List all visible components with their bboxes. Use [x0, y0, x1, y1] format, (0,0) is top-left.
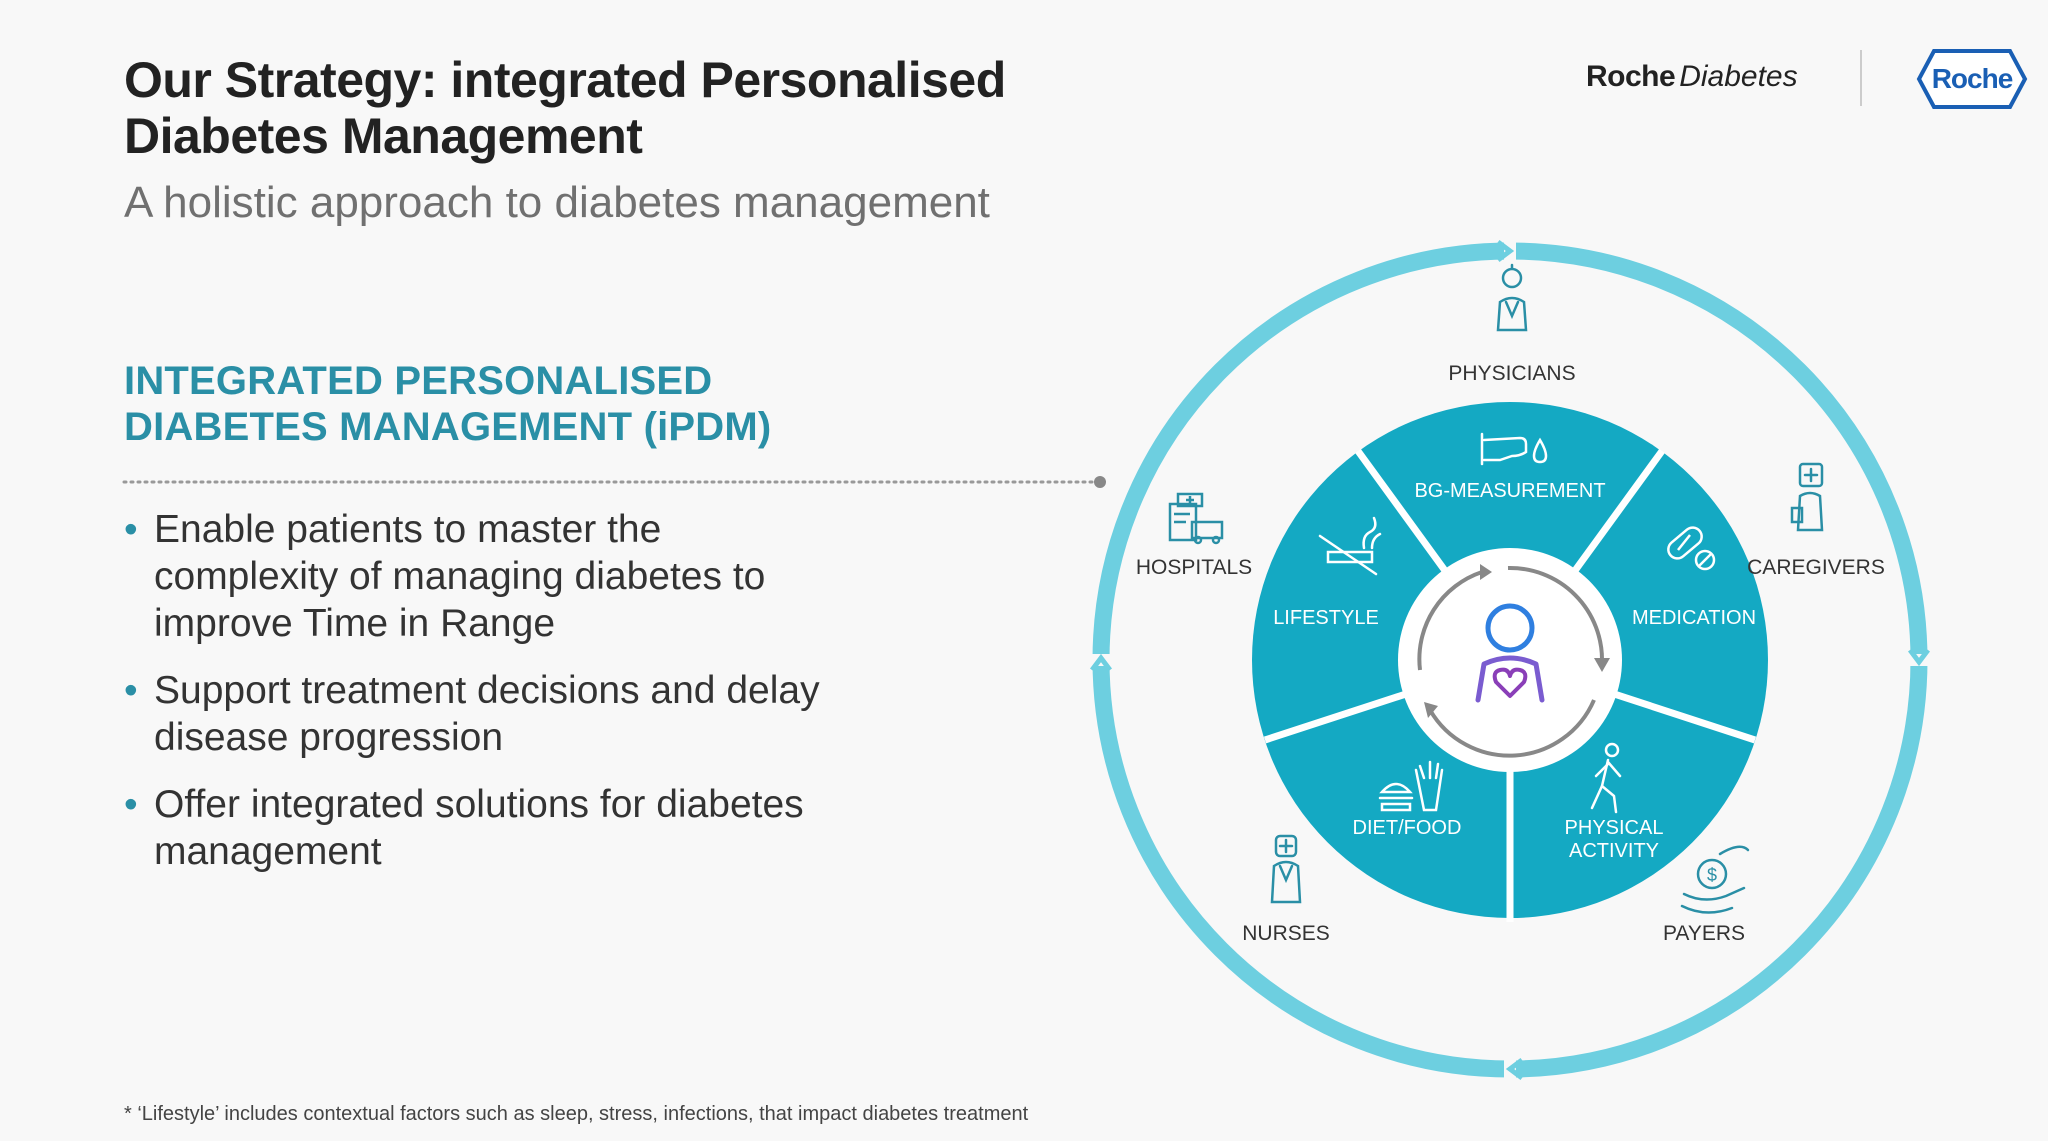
section-heading-line-2: DIABETES MANAGEMENT (iPDM) [124, 405, 772, 449]
bullet-item: • Enable patients to master the complexit… [124, 506, 844, 647]
label-lifestyle: LIFESTYLE [1273, 607, 1379, 629]
no-smoking-icon [1318, 516, 1382, 576]
section-heading-line-1: INTEGRATED PERSONALISED [124, 359, 713, 403]
bullet-item: • Support treatment decisions and delay d… [124, 667, 844, 761]
bullet-text: Enable patients to master the complexity… [154, 508, 766, 645]
payer-money-icon: $ [1680, 845, 1750, 914]
page-title: Our Strategy: integrated Personalised Di… [124, 52, 1006, 164]
label-medication: MEDICATION [1632, 607, 1756, 629]
footnote: * ‘Lifestyle’ includes contextual factor… [124, 1103, 1029, 1125]
dotted-connector [122, 476, 1106, 488]
page-subtitle: A holistic approach to diabetes manageme… [124, 178, 990, 227]
caregiver-icon [1790, 462, 1824, 532]
label-physical-activity-line-2: ACTIVITY [1569, 840, 1659, 862]
bullet-dot: • [124, 783, 138, 826]
roche-hexagon-logo: Roche [1916, 49, 2028, 109]
label-bg-measurement: BG-MEASUREMENT [1414, 480, 1605, 502]
bg-measurement-icon [1480, 432, 1548, 466]
label-diet-food: DIET/FOOD [1353, 817, 1462, 839]
bullet-text: Support treatment decisions and delay di… [154, 669, 820, 759]
physician-icon [1496, 263, 1528, 332]
ipdm-diagram: BG-MEASUREMENT LIFESTYLE MEDICATION DIET… [1090, 240, 1930, 1080]
label-nurses: NURSES [1242, 922, 1330, 945]
bullet-dot: • [124, 508, 138, 551]
ring-arrow-top [1496, 240, 1516, 264]
patient-heart-icon [1475, 603, 1545, 703]
svg-text:$: $ [1707, 865, 1717, 885]
pills-icon [1667, 526, 1716, 571]
bullet-list: • Enable patients to master the complexit… [124, 506, 844, 895]
label-physicians: PHYSICIANS [1448, 362, 1575, 385]
diet-food-icon [1378, 760, 1444, 812]
ring-arrow-bottom [1504, 1056, 1524, 1080]
logo-brand-bold: Roche [1586, 60, 1676, 93]
cycle-arrowheads [1424, 564, 1610, 718]
bullet-item: • Offer integrated solutions for diabetes… [124, 781, 844, 875]
logo-brand-italic: Diabetes [1679, 60, 1798, 93]
hospital-icon [1168, 492, 1224, 545]
nurse-icon [1270, 834, 1302, 904]
label-hospitals: HOSPITALS [1136, 556, 1252, 579]
walking-person-icon [1590, 742, 1622, 814]
logo-divider [1860, 50, 1862, 106]
bullet-text: Offer integrated solutions for diabetes … [154, 783, 804, 873]
ring-arrow-left [1090, 653, 1114, 672]
bullet-dot: • [124, 669, 138, 712]
label-caregivers: CAREGIVERS [1747, 556, 1885, 579]
page-title-line-2: Diabetes Management [124, 108, 643, 164]
label-payers: PAYERS [1663, 922, 1745, 945]
ring-arrow-right [1906, 648, 1930, 667]
roche-hexagon-text: Roche [1932, 63, 2013, 94]
label-physical-activity-line-1: PHYSICAL [1565, 817, 1664, 839]
section-heading: INTEGRATED PERSONALISED DIABETES MANAGEM… [124, 358, 771, 450]
page-title-line-1: Our Strategy: integrated Personalised [124, 52, 1006, 108]
cycle-arrows-icon [1417, 565, 1605, 758]
